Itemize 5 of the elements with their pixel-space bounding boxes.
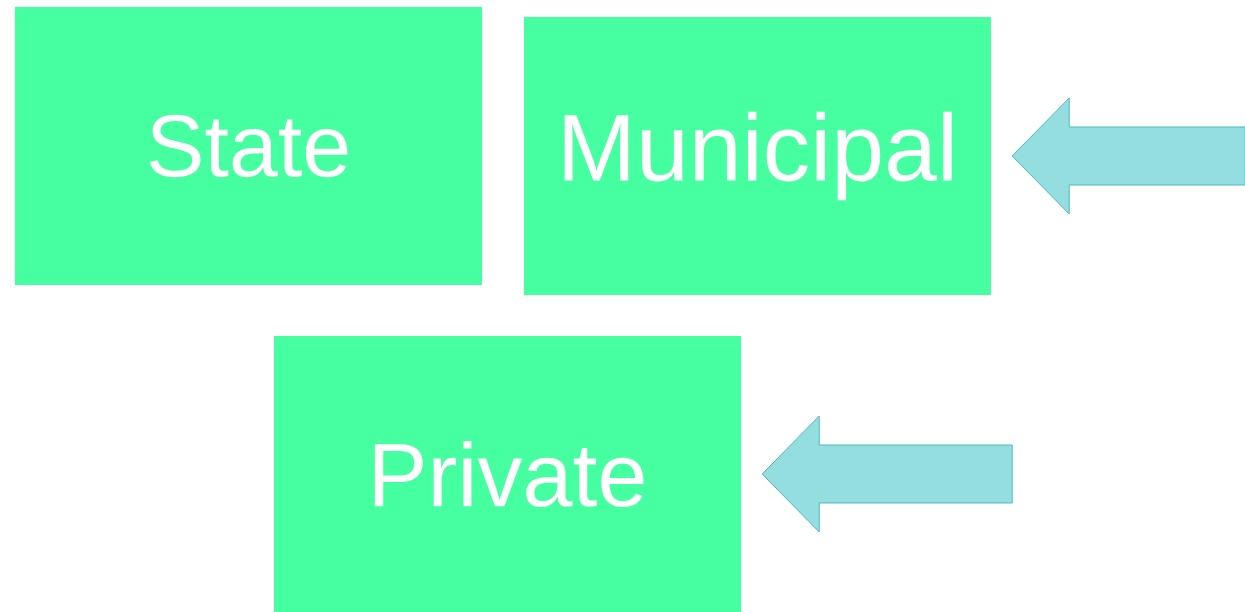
block-arrow (1011, 97, 1245, 215)
text-box: Private (274, 336, 741, 612)
block-arrow (761, 415, 1013, 533)
text-box: Municipal (524, 17, 991, 295)
text-box: State (15, 7, 482, 285)
